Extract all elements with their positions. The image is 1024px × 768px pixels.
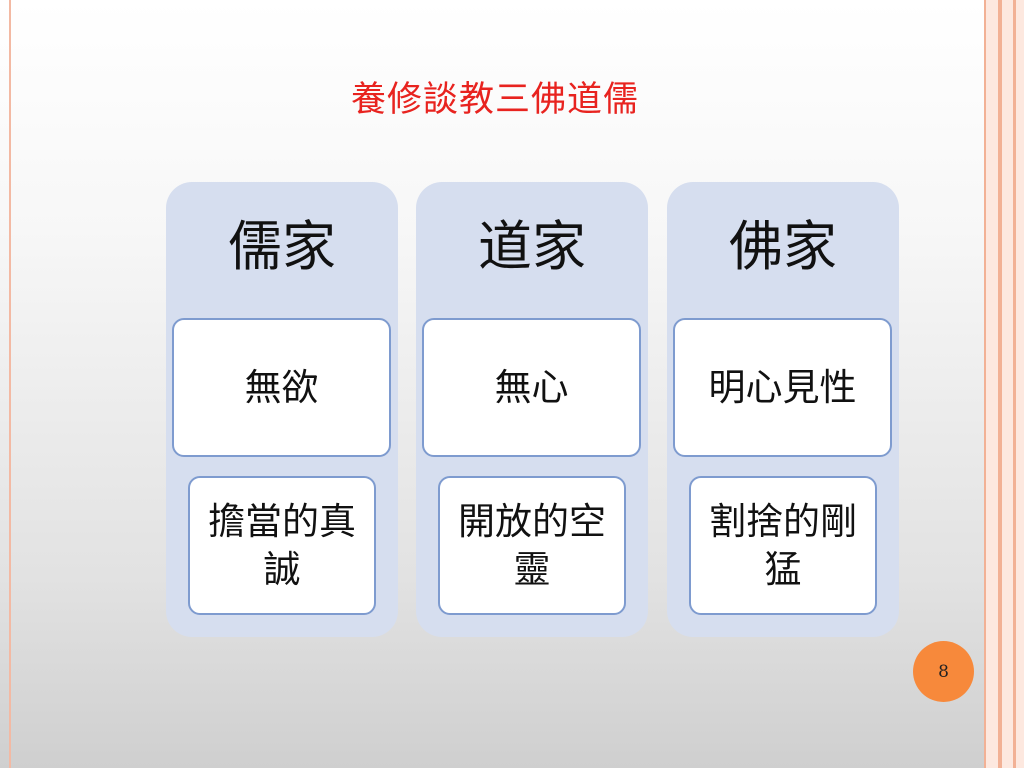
column-header: 佛家 <box>729 215 837 278</box>
column-buddhism: 佛家 明心見性 割捨的剛猛 <box>667 182 899 637</box>
page-number-badge: 8 <box>913 641 974 702</box>
column-header: 道家 <box>478 215 586 278</box>
right-border-line-1 <box>984 0 986 768</box>
level2-box: 割捨的剛猛 <box>689 476 877 615</box>
level1-text: 無心 <box>494 365 569 409</box>
column-header: 儒家 <box>228 215 336 278</box>
right-border-band <box>984 0 1024 768</box>
level2-text: 開放的空靈 <box>458 499 606 591</box>
left-border-line <box>9 0 11 768</box>
level2-box: 擔當的真誠 <box>188 476 376 615</box>
level2-text: 擔當的真誠 <box>208 499 356 591</box>
right-border-line-3 <box>1013 0 1016 768</box>
level1-text: 無欲 <box>244 365 319 409</box>
level2-text: 割捨的剛猛 <box>709 499 857 591</box>
level1-text: 明心見性 <box>708 365 857 409</box>
level2-box: 開放的空靈 <box>438 476 626 615</box>
level1-box: 明心見性 <box>673 318 892 457</box>
level1-box: 無欲 <box>172 318 391 457</box>
right-border-line-2 <box>998 0 1002 768</box>
column-confucianism: 儒家 無欲 擔當的真誠 <box>166 182 398 637</box>
column-taoism: 道家 無心 開放的空靈 <box>416 182 648 637</box>
level1-box: 無心 <box>422 318 641 457</box>
slide-title: 養修談教三佛道儒 <box>350 80 639 120</box>
